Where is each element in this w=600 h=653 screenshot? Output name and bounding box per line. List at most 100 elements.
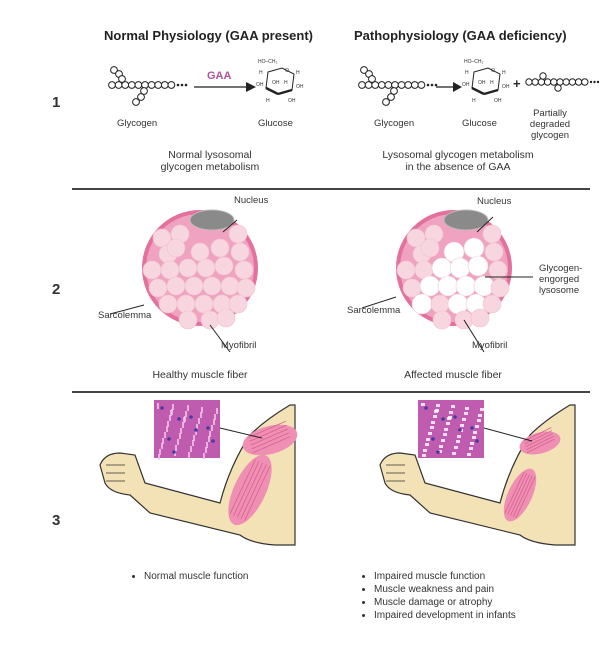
glucose-unit [550,78,558,86]
tissue-speckle [444,428,448,431]
caption-line: Normal lysosomal [168,149,252,161]
tissue-speckle [185,411,187,417]
glucose-unit [397,81,406,89]
myofibril [490,278,510,298]
caption-line: glycogen metabolism [160,161,260,173]
cell-nucleus-dot [424,406,428,410]
glucose-unit [568,78,577,86]
muscle-striation [504,471,525,514]
glucose-unit [537,78,546,86]
leader-lines [109,219,238,353]
tissue-speckle [451,405,455,408]
nucleus [443,209,489,231]
muscle-striation [515,476,536,519]
tissue-speckle [428,432,432,435]
muscle-striation [507,473,528,515]
muscle-striation [526,438,555,454]
tissue-speckle [157,403,159,409]
oh-label: OH [256,82,264,88]
gaa-enzyme-label: GAA [207,70,232,82]
oh-label: OH [502,84,510,90]
muscle-striation [244,466,271,521]
label-line: engorged [539,274,580,285]
divider-row2-row3 [72,391,590,393]
muscle-striation [523,427,552,442]
oh-label: OH [296,84,304,90]
muscle-striation [249,424,287,442]
sarcolemma-label: Sarcolemma [347,305,401,316]
tissue-speckle [465,407,469,410]
tissue-speckle [161,443,163,449]
glucose-unit [574,78,583,86]
myofibril [216,308,236,328]
tissue-speckle [206,442,208,448]
h-label: H [296,70,300,76]
tissue-speckle [166,426,168,432]
h-label: H [465,70,469,76]
absent-gaa-metabolism-caption: Lysosomal glycogen metabolism in the abs… [378,149,538,173]
ellipsis-dot [593,80,596,84]
histology-inset [418,400,484,458]
glucose-unit [110,66,118,74]
glucose-unit [554,84,562,92]
tissue-speckle [423,449,427,452]
glycogen-chain-icon [108,66,188,106]
oh-label: OH [462,82,470,88]
myofibril [230,242,250,262]
bold-bond [277,88,293,96]
tissue-speckle [167,421,169,427]
h-label: H [284,80,288,86]
glycogen-label: Glycogen [374,118,415,129]
glycogen-chain-icon [358,66,438,106]
cell-nucleus-dot [189,415,193,419]
tissue-speckle [182,422,184,428]
tissue-speckle [464,412,468,415]
tissue-speckle [433,415,437,418]
healthy-fiber-caption: Healthy muscle fiber [152,369,248,381]
bold-bond [471,86,485,96]
glucose-unit [525,78,533,86]
myofibril [470,308,490,328]
tissue-speckle [188,452,190,458]
glucose-unit [387,93,395,101]
tissue-speckle [449,411,453,414]
tissue-speckle [422,454,426,457]
muscle-striation [248,420,286,438]
tissue-speckle [195,429,197,435]
cell-nucleus-dot [470,426,474,430]
tissue-speckle [477,419,481,422]
tissue-speckle [457,435,461,438]
cell-nucleus-dot [177,417,181,421]
tissue-speckle [452,452,456,455]
myofibril [432,310,452,330]
affected-muscle-fiber-cross-section [396,209,512,330]
myofibril [236,278,256,298]
myofibril [420,238,440,258]
glucose-unit [154,81,163,89]
muscle-striation [512,475,533,517]
oxygen-label: O [285,68,289,74]
oh-label: OH [272,80,280,86]
muscle-striation [252,436,290,454]
outcome-bullet: Impaired development in infants [374,609,580,622]
normal-outcomes-list: Normal muscle function [130,570,330,583]
row-number-3: 3 [52,512,61,529]
tissue-speckle [454,446,458,449]
cell-nucleus-dot [206,426,210,430]
tissue-speckle [216,408,218,414]
pathology-outcomes-list: Impaired muscle functionMuscle weakness … [360,570,580,622]
myofibril [214,256,234,276]
outcome-bullet: Muscle damage or atrophy [374,596,580,609]
glucose-unit [160,81,169,89]
tissue-speckle [472,436,476,439]
caption-line: Lysosomal glycogen metabolism [382,149,534,161]
tissue-speckle [421,403,425,406]
tissue-speckle [190,446,192,452]
glucose-unit [384,81,393,89]
h-label: H [490,80,494,86]
glucose-unit [108,81,116,89]
glucose-unit [140,87,148,95]
myofibril [484,242,504,262]
cell-nucleus-dot [436,450,440,454]
tissue-speckle [439,445,443,448]
